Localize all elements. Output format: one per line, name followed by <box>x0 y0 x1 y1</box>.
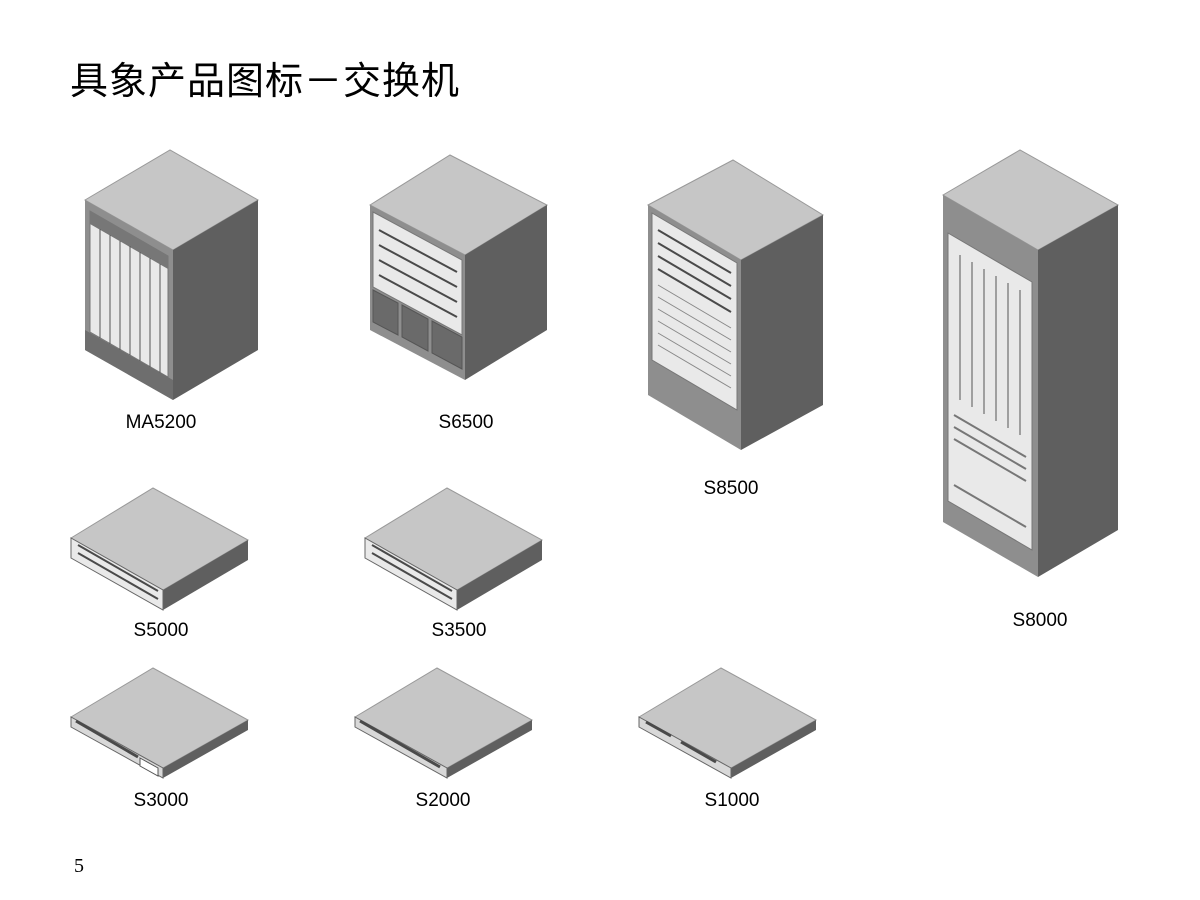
s6500-switch-icon <box>368 154 549 380</box>
device-label-ma5200: MA5200 <box>125 412 197 433</box>
s5000-switch-icon <box>70 487 250 611</box>
s2000-switch-icon <box>353 667 534 779</box>
s1000-switch-icon <box>637 667 818 779</box>
device-label-s1000: S1000 <box>704 790 760 811</box>
device-label-s8000: S8000 <box>1012 610 1068 631</box>
s8000-switch-icon <box>942 149 1120 577</box>
s3500-switch-icon <box>364 487 544 611</box>
device-label-s6500: S6500 <box>438 412 494 433</box>
ma5200-switch-icon <box>84 149 259 400</box>
s3000-switch-icon <box>69 667 250 779</box>
device-label-s3000: S3000 <box>133 790 189 811</box>
slide-title: 具象产品图标－交换机 <box>70 59 461 103</box>
device-label-s5000: S5000 <box>133 620 189 641</box>
s8500-switch-icon <box>646 159 824 450</box>
device-label-s3500: S3500 <box>431 620 487 641</box>
device-label-s2000: S2000 <box>415 790 471 811</box>
device-label-s8500: S8500 <box>703 478 759 499</box>
page-number: 5 <box>74 855 84 877</box>
